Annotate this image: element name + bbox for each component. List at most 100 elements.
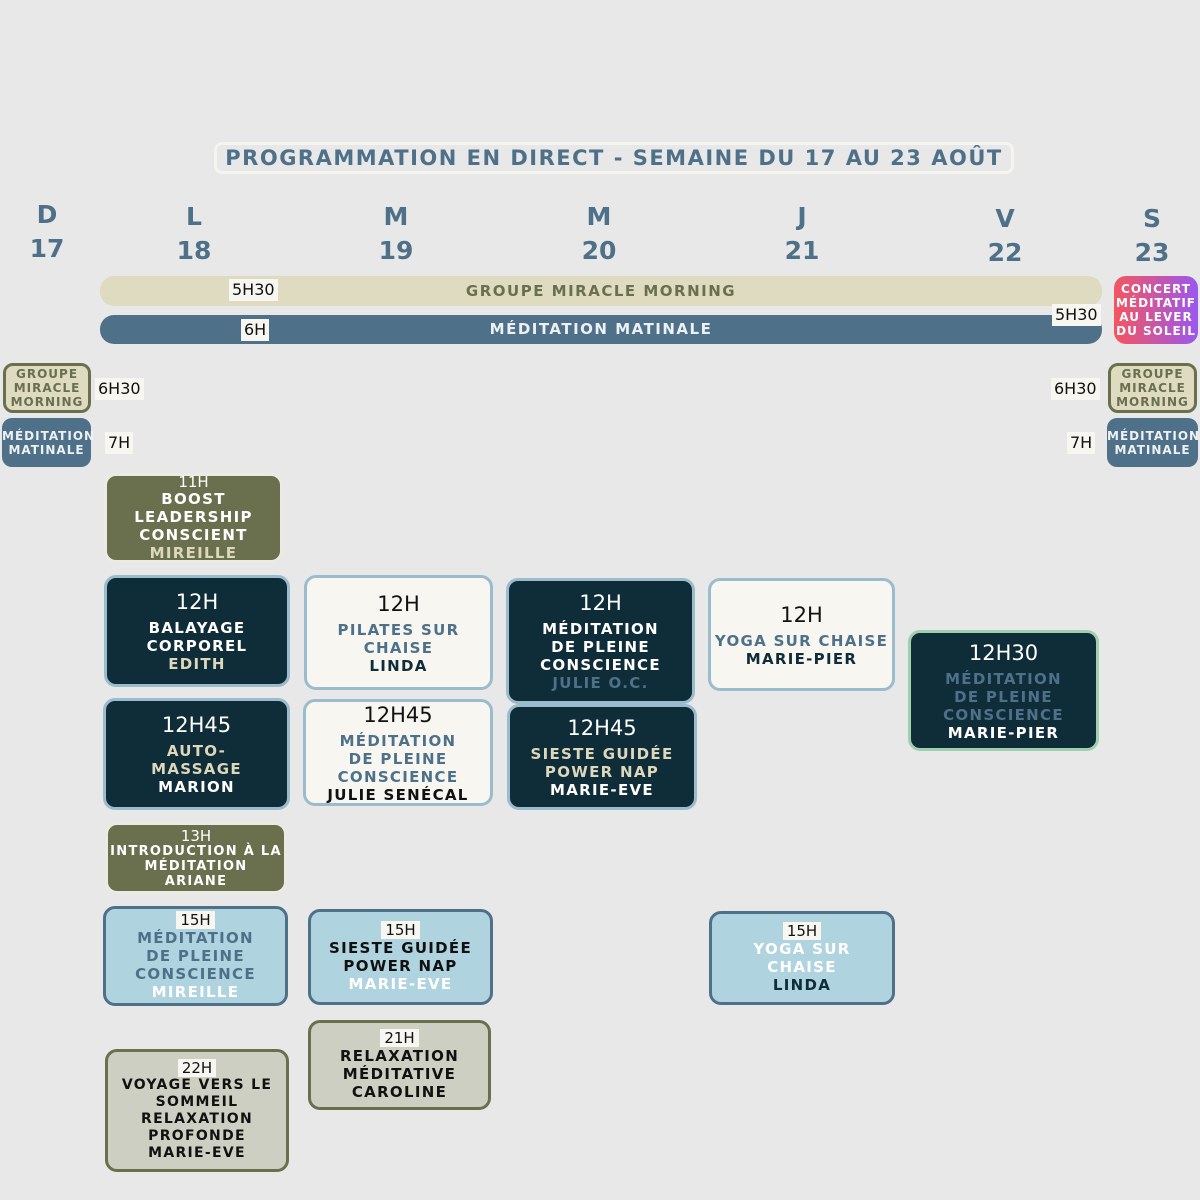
event-line: YOGA SUR (753, 940, 851, 958)
day-number: 21 (784, 236, 820, 265)
day-number: 22 (987, 238, 1023, 267)
event-line: RELAXATION (339, 1047, 460, 1065)
event-line: MÉDITATION (339, 731, 457, 750)
sunday-meditation-label: MÉDITATION MATINALE (2, 428, 96, 457)
event-line: MARIE-PIER (947, 723, 1060, 742)
event-time: 15H (381, 921, 420, 939)
event-line: BOOST (161, 490, 226, 508)
meditation-matinale-label: MÉDITATION MATINALE (489, 320, 713, 338)
sunday-meditation-time: 7H (105, 432, 134, 454)
event-line: SIESTE GUIDÉE (328, 939, 473, 957)
event-line: POWER NAP (544, 763, 660, 781)
saturday-meditation-label: MÉDITATION MATINALE (1107, 428, 1200, 457)
miracle-morning-label: GROUPE MIRACLE MORNING (465, 282, 737, 300)
event-time: 13H (180, 826, 212, 845)
sunday-miracle-time: 6H30 (95, 378, 144, 400)
day-header: D 17 (2, 198, 92, 266)
event-line: DE PLEINE (954, 687, 1053, 706)
event-time: 12H30 (968, 640, 1039, 665)
event-time: 12H45 (161, 713, 232, 737)
day-number: 20 (581, 236, 617, 265)
event-line: DE PLEINE (551, 638, 650, 656)
event-line: MÉDITATION (144, 858, 248, 874)
event-line: MÉDITATION (542, 620, 659, 638)
event-line: VOYAGE VERS LE (121, 1077, 273, 1093)
event-time: 21H (380, 1029, 419, 1047)
event-line: CORPOREL (146, 637, 248, 655)
event-line: CHAISE (363, 638, 434, 657)
sunday-miracle-label: GROUPE MIRACLE MORNING (10, 367, 84, 409)
event-line: PROFONDE (148, 1128, 246, 1144)
event-time: 11H (178, 473, 209, 491)
day-letter: L (186, 202, 202, 231)
event-line: POWER NAP (343, 957, 458, 975)
day-letter: D (36, 200, 58, 229)
day-letter: V (995, 204, 1015, 233)
sunday-meditation-event[interactable]: MÉDITATION MATINALE (2, 418, 96, 467)
day-header: V 22 (960, 202, 1050, 270)
event-line: JULIE O.C. (552, 674, 649, 692)
event-line: MIREILLE (149, 544, 238, 562)
event-line: INTRODUCTION À LA (110, 843, 282, 859)
day-number: 18 (176, 236, 212, 265)
day-letter: S (1142, 204, 1161, 233)
day-header: S 23 (1107, 202, 1197, 270)
sunday-miracle-event[interactable]: GROUPE MIRACLE MORNING (3, 363, 91, 413)
saturday-meditation-time: 7H (1067, 432, 1096, 454)
day-header: L 18 (149, 200, 239, 268)
event-line: MARIE-EVE (148, 1145, 246, 1161)
event-line: CONSCIENCE (943, 705, 1064, 724)
event-line: MASSAGE (151, 760, 242, 778)
day-number: 19 (378, 236, 414, 265)
event-line: MARION (158, 778, 235, 796)
event-line: CONSCIENCE (337, 767, 459, 786)
event-time: 12H (175, 590, 219, 614)
event-line: LINDA (369, 656, 428, 675)
saturday-miracle-label: GROUPE MIRACLE MORNING (1116, 367, 1189, 409)
event-line: CHAISE (767, 958, 837, 976)
event-line: PILATES SUR (337, 620, 460, 639)
event-time: 12H (780, 602, 823, 627)
event-line: EDITH (168, 655, 226, 673)
event-line: SOMMEIL (155, 1094, 239, 1110)
saturday-meditation-event[interactable]: MÉDITATION MATINALE (1107, 418, 1200, 467)
event-line: MARIE-EVE (550, 781, 654, 799)
event-line: CONSCIENCE (540, 656, 661, 674)
concert-event[interactable]: CONCERT MÉDITATIF AU LEVER DU SOLEIL (1114, 276, 1198, 344)
miracle-end-time: 5H30 (1052, 304, 1101, 326)
event-time: 12H (377, 591, 420, 616)
saturday-miracle-event[interactable]: GROUPE MIRACLE MORNING (1108, 363, 1197, 413)
event-line: DE PLEINE (146, 947, 245, 965)
event-line: MARIE-EVE (348, 975, 453, 993)
day-number: 23 (1134, 238, 1170, 267)
event-line: YOGA SUR CHAISE (714, 631, 889, 650)
event-line: LINDA (772, 976, 832, 994)
event-time: 12H45 (363, 702, 433, 727)
event-line: MARIE-PIER (745, 649, 858, 668)
day-number: 17 (29, 234, 65, 263)
event-line: SIESTE GUIDÉE (530, 745, 674, 763)
event-line: MÉDITATION (945, 669, 1062, 688)
event-line: LEADERSHIP (134, 508, 253, 526)
event-time: 22H (177, 1059, 217, 1077)
event-line: JULIE SENÉCAL (327, 785, 469, 804)
day-letter: J (797, 202, 807, 231)
day-letter: M (586, 202, 612, 231)
event-time: 15H (176, 911, 215, 929)
